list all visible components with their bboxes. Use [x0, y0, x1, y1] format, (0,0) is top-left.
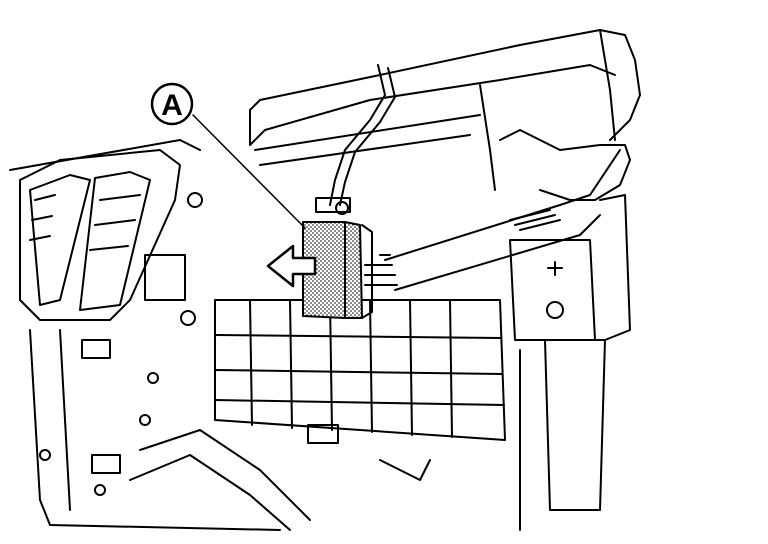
- upper-duct-housing: [249, 29, 641, 191]
- arrow-left-icon: [266, 244, 317, 288]
- callout-a: A: [150, 82, 194, 126]
- harness-connector: [302, 221, 373, 319]
- heater-core-grid: [214, 299, 506, 441]
- callout-a-label: A: [161, 89, 183, 122]
- mounting-clips: [39, 192, 564, 496]
- callout-leader-line: [192, 114, 306, 229]
- main-wire-harness: [364, 129, 631, 291]
- left-vent-grille: [9, 139, 201, 321]
- upper-wire-harness: [315, 64, 396, 213]
